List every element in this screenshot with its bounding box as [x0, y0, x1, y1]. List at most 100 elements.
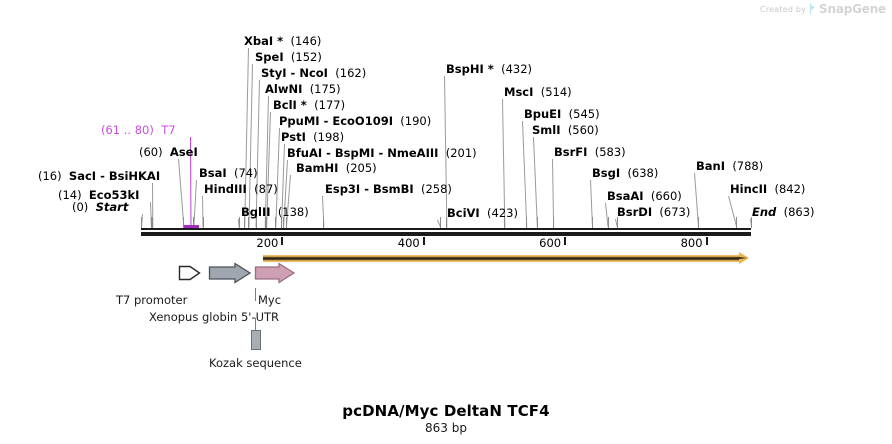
- restriction-site-tick: [193, 217, 195, 228]
- site-position-bsrdi: (673): [659, 205, 691, 219]
- site-label-bcivi[interactable]: BciVI (423): [447, 207, 518, 219]
- site-label-hincii[interactable]: HincII (842): [730, 183, 805, 195]
- ruler-label-600: 600: [539, 236, 562, 250]
- site-position-bsaai: (660): [650, 189, 682, 203]
- restriction-site-tick: [285, 217, 287, 228]
- site-name-bspHI: BspHI *: [446, 62, 494, 76]
- ruler-label-800: 800: [680, 236, 703, 250]
- site-label-smli[interactable]: SmlI (560): [532, 124, 599, 136]
- orf-arrow-head-inner: [739, 257, 747, 259]
- feature-glyph-kozak-sequence[interactable]: [251, 330, 261, 350]
- site-name-eco53ki: Eco53kI: [88, 188, 140, 202]
- site-label-bsrfi[interactable]: BsrFI (583): [554, 146, 626, 158]
- site-label-styi-ncoi[interactable]: StyI - NcoI (162): [261, 67, 366, 79]
- site-label-eco53ki[interactable]: (14) Eco53kI: [58, 189, 139, 201]
- site-name-ppumi: PpuMI - EcoO109I: [279, 114, 393, 128]
- restriction-site-tick: [504, 217, 506, 228]
- site-name-bpuei: BpuEI: [524, 107, 562, 121]
- site-label-ppumi[interactable]: PpuMI - EcoO109I (190): [279, 115, 431, 127]
- site-name-bsai: BsaI: [199, 166, 227, 180]
- site-name-asei: AseI: [169, 145, 198, 159]
- site-name-smli: SmlI: [532, 123, 561, 137]
- site-position-saci: (16): [38, 169, 62, 183]
- restriction-site-tick: [440, 217, 442, 228]
- site-position-bpuei: (545): [568, 107, 600, 121]
- restriction-site-tick: [526, 217, 528, 228]
- site-name-saci: SacI - BsiHKAI: [68, 169, 161, 183]
- site-label-bcli[interactable]: BclI * (177): [273, 99, 345, 111]
- site-label-asei[interactable]: (60) AseI: [139, 146, 198, 158]
- site-name-bani: BanI: [696, 159, 725, 173]
- leader-line-bpuei: [522, 120, 528, 228]
- restriction-site-tick: [183, 217, 185, 228]
- site-name-bcli: BclI *: [273, 98, 307, 112]
- site-label-bsai[interactable]: BsaI (74): [199, 167, 258, 179]
- site-position-bamhi: (205): [345, 161, 377, 175]
- site-label-t7[interactable]: (61 .. 80) T7: [101, 124, 176, 136]
- site-label-bglii[interactable]: BglII (138): [241, 206, 309, 218]
- site-position-ppumi: (190): [400, 114, 432, 128]
- site-position-asei: (60): [139, 145, 163, 159]
- restriction-site-tick: [266, 217, 268, 228]
- site-label-msci[interactable]: MscI (514): [504, 86, 572, 98]
- plasmid-size-label: 863 bp: [425, 421, 467, 435]
- site-label-bsgi[interactable]: BsgI (638): [592, 167, 658, 179]
- site-label-psti[interactable]: PstI (198): [281, 131, 344, 143]
- restriction-site-tick: [202, 217, 204, 228]
- restriction-site-tick: [150, 217, 152, 228]
- feature-glyph-xenopus-globin[interactable]: [208, 261, 252, 289]
- site-name-bsrdi: BsrDI: [617, 205, 653, 219]
- site-label-saci[interactable]: (16) SacI - BsiHKAI: [38, 170, 160, 182]
- site-label-bpuei[interactable]: BpuEI (545): [524, 108, 600, 120]
- site-label-start[interactable]: (0) Start: [72, 201, 128, 213]
- feature-label-myc: Myc: [258, 293, 282, 307]
- site-position-bfuai: (201): [445, 146, 477, 160]
- site-position-end: (863): [783, 205, 815, 219]
- site-position-bcli: (177): [314, 98, 346, 112]
- xenopus-globin-connector-line: [255, 288, 256, 301]
- sequence-backbone-line-bottom: [141, 232, 751, 236]
- site-position-xbai: (146): [290, 34, 322, 48]
- site-label-xbai[interactable]: XbaI * (146): [244, 35, 321, 47]
- site-label-esp3i[interactable]: Esp3I - BsmBI (258): [325, 183, 452, 195]
- site-label-spei[interactable]: SpeI (152): [255, 51, 322, 63]
- feature-glyph-t7-promoter[interactable]: [178, 262, 202, 288]
- leader-line-spei: [248, 63, 253, 228]
- site-name-bfuai: BfuAI - BspMI - NmeAIII: [287, 146, 439, 160]
- site-label-bspHI[interactable]: BspHI * (432): [446, 63, 532, 75]
- site-name-bsaai: BsaAI: [607, 189, 644, 203]
- restriction-site-tick: [736, 217, 738, 228]
- site-name-bsrfi: BsrFI: [554, 145, 588, 159]
- site-position-hincii: (842): [774, 182, 806, 196]
- restriction-site-tick: [283, 217, 285, 228]
- site-position-bsgi: (638): [627, 166, 659, 180]
- ruler-label-400: 400: [397, 236, 420, 250]
- feature-glyph-myc[interactable]: [254, 261, 296, 289]
- site-name-msci: MscI: [504, 85, 534, 99]
- site-label-bsaai[interactable]: BsaAI (660): [607, 190, 682, 202]
- site-position-spei: (152): [290, 50, 322, 64]
- site-position-bsrfi: (583): [594, 145, 626, 159]
- site-label-bfuai[interactable]: BfuAI - BspMI - NmeAIII (201): [287, 147, 477, 159]
- site-label-alwni[interactable]: AlwNI (175): [265, 83, 341, 95]
- site-position-start: (0): [72, 200, 89, 214]
- site-position-styi-ncoi: (162): [335, 66, 367, 80]
- site-label-bani[interactable]: BanI (788): [696, 160, 763, 172]
- restriction-site-tick: [616, 217, 618, 228]
- ruler-tick-200: [281, 237, 284, 245]
- site-label-end[interactable]: End (863): [752, 206, 815, 218]
- feature-label-t7-promoter: T7 promoter: [116, 293, 188, 307]
- site-label-hindiii[interactable]: HindIII (87): [204, 183, 278, 195]
- restriction-site-tick: [280, 217, 282, 228]
- site-name-spei: SpeI: [255, 50, 284, 64]
- restriction-site-tick: [141, 217, 142, 228]
- orf-arrow-body: [263, 255, 741, 262]
- site-label-bamhi[interactable]: BamHI (205): [296, 162, 377, 174]
- site-position-eco53ki: (14): [58, 188, 82, 202]
- site-label-bsrdi[interactable]: BsrDI (673): [617, 206, 690, 218]
- restriction-site-tick: [323, 217, 325, 228]
- page-title: pcDNA/Myc DeltaN TCF4: [342, 402, 550, 420]
- site-name-hincii: HincII: [730, 182, 768, 196]
- site-name-bcivi: BciVI: [447, 206, 480, 220]
- restriction-site-tick: [275, 217, 277, 228]
